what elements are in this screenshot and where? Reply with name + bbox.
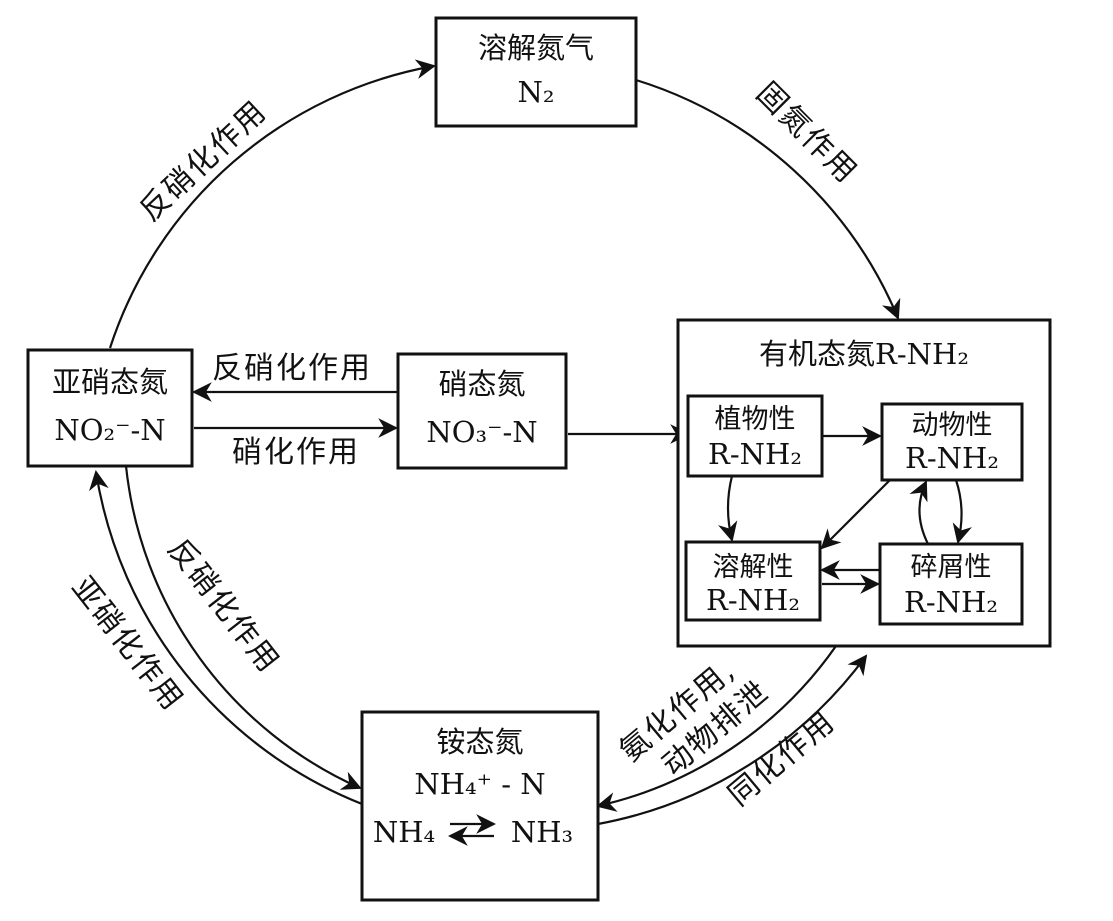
plant-n-formula: R-NH₂ bbox=[708, 437, 802, 471]
arrow-detritus-to-animal bbox=[909, 480, 929, 545]
arc-denitrification-top bbox=[108, 59, 436, 349]
arc-nitritation bbox=[89, 470, 363, 806]
arrow-animal-to-soluble bbox=[820, 479, 891, 550]
nitrate-n-formula: NO₃⁻-N bbox=[426, 415, 537, 449]
organic-n-name: 有机态氮R-NH₂ bbox=[759, 337, 969, 371]
arc-assimilation bbox=[597, 654, 868, 826]
arrow-animal-to-detritus bbox=[952, 479, 972, 544]
dissolved-n2-name: 溶解氮气 bbox=[478, 31, 594, 65]
label-nitritation: 亚硝化作用 bbox=[64, 570, 190, 718]
detritus-n-name: 碎屑性 bbox=[911, 552, 992, 583]
dissolved-n2-formula: N₂ bbox=[517, 75, 554, 109]
box-plant-n bbox=[686, 394, 824, 478]
plant-n-name: 植物性 bbox=[715, 404, 796, 435]
arc-ammonification bbox=[596, 645, 837, 812]
nitrite-n-name: 亚硝态氮 bbox=[52, 365, 168, 399]
ammonium-equilibrium-right: NH₃ bbox=[511, 815, 573, 849]
box-nitrate-n bbox=[396, 352, 568, 470]
animal-n-name: 动物性 bbox=[912, 410, 993, 441]
arc-denitrification-lower bbox=[124, 465, 362, 790]
box-soluble-n bbox=[684, 540, 822, 622]
nitrite-n-formula: NO₂⁻-N bbox=[54, 413, 165, 447]
box-detritus-n bbox=[878, 542, 1024, 626]
ammonium-equilibrium-left: NH₄ bbox=[373, 815, 435, 849]
arrow-plant-to-soluble bbox=[718, 475, 738, 542]
ammonium-n-formula: NH₄⁺ - N bbox=[414, 767, 545, 801]
label-denitrification-lower: 反硝化作用 bbox=[160, 532, 286, 680]
soluble-n-name: 溶解性 bbox=[713, 552, 794, 583]
label-nitrogen-fixation: 固氮作用 bbox=[749, 76, 864, 191]
arc-nitrogen-fixation bbox=[635, 78, 901, 320]
nitrate-n-name: 硝态氮 bbox=[438, 367, 525, 401]
box-dissolved-n2 bbox=[434, 16, 638, 128]
box-ammonium-n bbox=[360, 710, 600, 902]
label-denitrification-top: 反硝化作用 bbox=[133, 94, 274, 229]
animal-n-formula: R-NH₂ bbox=[905, 441, 999, 475]
soluble-n-formula: R-NH₂ bbox=[706, 583, 800, 617]
box-nitrite-n bbox=[26, 348, 194, 468]
label-nitrification: 硝化作用 bbox=[232, 435, 360, 470]
ammonium-n-name: 铵态氮 bbox=[436, 725, 523, 759]
box-animal-n bbox=[880, 402, 1024, 482]
label-denitrification-middle: 反硝化作用 bbox=[212, 351, 372, 386]
detritus-n-formula: R-NH₂ bbox=[904, 585, 998, 619]
